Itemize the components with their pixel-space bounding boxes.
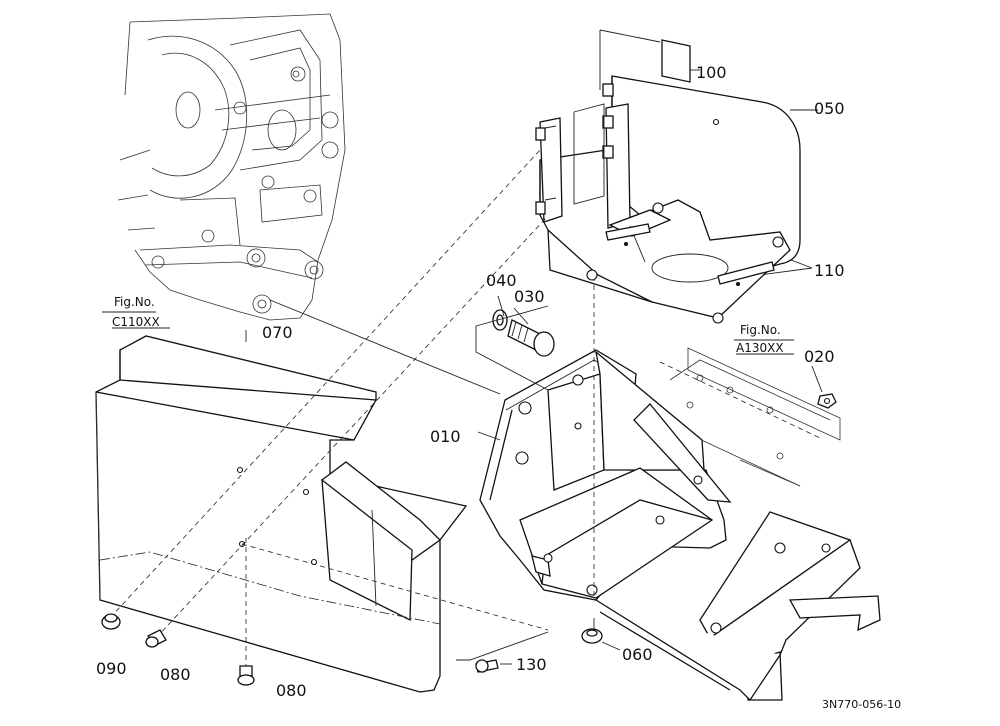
part-labels: 100 050 110 040 030 020 010 070 090 080 … — [96, 63, 845, 700]
label-070: 070 — [262, 323, 293, 342]
engine-housing-ghost — [117, 13, 346, 321]
label-040: 040 — [486, 271, 517, 290]
label-010: 010 — [430, 427, 461, 446]
frame-ghost — [659, 347, 841, 487]
battery-hold-rod-110 — [605, 223, 775, 286]
bolt-080-a — [145, 629, 167, 648]
battery-tray-050 — [535, 75, 801, 324]
cross-member — [595, 511, 881, 702]
bracket-010 — [479, 349, 732, 601]
label-plate-100 — [661, 39, 691, 83]
engine-fig-prefix: Fig.No. — [114, 295, 155, 309]
label-090: 090 — [96, 659, 127, 678]
washer-040 — [492, 309, 508, 331]
frame-fig-prefix: Fig.No. — [740, 323, 781, 337]
frame-fig-number: A130XX — [736, 341, 784, 355]
label-060: 060 — [622, 645, 653, 664]
leader-lines — [102, 295, 823, 665]
bolt-080-b — [237, 665, 255, 686]
label-050: 050 — [814, 99, 845, 118]
engine-fig-number: C110XX — [112, 315, 160, 329]
bolt-130 — [475, 659, 499, 673]
nut-060 — [581, 628, 603, 644]
label-130: 130 — [516, 655, 547, 674]
flange-nut-090 — [101, 613, 121, 630]
label-020: 020 — [804, 347, 835, 366]
label-100: 100 — [696, 63, 727, 82]
label-080-b: 080 — [276, 681, 307, 700]
label-110: 110 — [814, 261, 845, 280]
bolt-030 — [507, 319, 555, 357]
nut-020 — [817, 393, 837, 409]
drawing-code: 3N770-056-10 — [822, 698, 901, 711]
label-080-a: 080 — [160, 665, 191, 684]
label-030: 030 — [514, 287, 545, 306]
figure-references: Fig.No. C110XX Fig.No. A130XX — [112, 295, 794, 355]
